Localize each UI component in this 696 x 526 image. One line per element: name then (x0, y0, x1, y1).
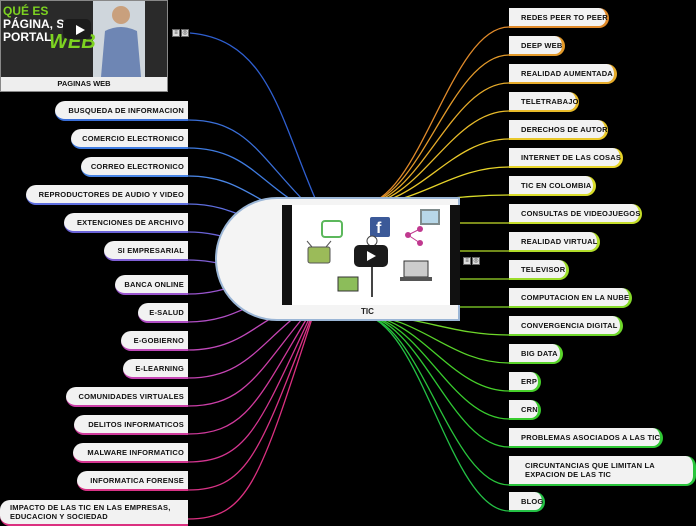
branch-node-left[interactable]: IMPACTO DE LAS TIC EN LAS EMPRESAS, EDUC… (0, 500, 188, 526)
branch-node-right[interactable]: TELEVISOR (509, 260, 569, 280)
connector-line (187, 119, 319, 216)
paginas-web-node[interactable]: QUÉ ES PÁGINA, S PORTAL WEB PAGINAS WEB (0, 0, 168, 92)
branch-node-left[interactable]: BUSQUEDA DE INFORMACION (55, 101, 188, 121)
branch-node-left[interactable]: INFORMATICA FORENSE (77, 471, 188, 491)
branch-node-left[interactable]: CORREO ELECTRONICO (81, 157, 188, 177)
connector-line (187, 299, 319, 407)
link-icon[interactable]: ◎ (472, 257, 480, 265)
branch-node-right[interactable]: BLOG (509, 492, 545, 512)
branch-node-right[interactable]: BIG DATA (509, 344, 563, 364)
branch-node-left[interactable]: BANCA ONLINE (115, 275, 188, 295)
branch-node-right[interactable]: CRN (509, 400, 541, 420)
connector-line (359, 314, 510, 486)
branch-node-left[interactable]: MALWARE INFORMATICO (73, 443, 188, 463)
central-node-title: TIC (361, 307, 374, 316)
branch-node-right[interactable]: DEEP WEB (509, 36, 565, 56)
branch-node-left[interactable]: E-LEARNING (123, 359, 188, 379)
branch-node-right[interactable]: REALIDAD VIRTUAL (509, 232, 600, 252)
connector-line (189, 32, 319, 206)
branch-node-right[interactable]: REALIDAD AUMENTADA (509, 64, 617, 84)
paginas-web-label: PAGINAS WEB (57, 79, 111, 88)
note-icon[interactable]: ≡ (463, 257, 471, 265)
branch-node-left[interactable]: E-SALUD (138, 303, 188, 323)
branch-node-right[interactable]: TIC EN COLOMBIA (509, 176, 596, 196)
branch-node-left[interactable]: REPRODUCTORES DE AUDIO Y VIDEO (26, 185, 188, 205)
branch-node-left[interactable]: EXTENCIONES DE ARCHIVO (64, 213, 188, 233)
branch-node-left[interactable]: SI EMPRESARIAL (104, 241, 188, 261)
branch-node-right[interactable]: REDES PEER TO PEER (509, 8, 609, 28)
thumbnail-line3: PORTAL (3, 30, 52, 44)
person-image (93, 1, 145, 77)
thumbnail-line1: QUÉ ES (3, 4, 49, 18)
branch-node-right[interactable]: CONSULTAS DE VIDEOJUEGOS (509, 204, 642, 224)
central-node-tic[interactable]: f TIC (215, 197, 460, 321)
branch-node-right[interactable]: INTERNET DE LAS COSAS (509, 148, 623, 168)
thumbnail-line2: PÁGINA, S (3, 17, 65, 31)
branch-node-right[interactable]: CONVERGENCIA DIGITAL (509, 316, 623, 336)
branch-node-right[interactable]: PROBLEMAS ASOCIADOS A LAS TIC (509, 428, 663, 448)
link-icon[interactable]: ◎ (181, 29, 189, 37)
branch-node-left[interactable]: E-GOBIERNO (121, 331, 188, 351)
play-icon[interactable] (354, 245, 388, 267)
connector-line (359, 110, 510, 206)
branch-node-right[interactable]: ERP (509, 372, 541, 392)
branch-node-left[interactable]: COMUNIDADES VIRTUALES (66, 387, 188, 407)
branch-node-left[interactable]: DELITOS INFORMATICOS (74, 415, 188, 435)
connector-line (187, 299, 319, 435)
paginas-web-video-thumbnail[interactable]: QUÉ ES PÁGINA, S PORTAL WEB (1, 1, 167, 77)
svg-text:f: f (376, 220, 382, 237)
note-icon[interactable]: ≡ (172, 29, 180, 37)
branch-node-right[interactable]: CIRCUNTANCIAS QUE LIMITAN LA EXPACION DE… (509, 456, 696, 486)
connector-line (359, 54, 510, 206)
connector-line (187, 299, 319, 491)
branch-node-right[interactable]: TELETRABAJO (509, 92, 579, 112)
thumbnail-heading: QUÉ ES PÁGINA, S PORTAL (3, 5, 64, 44)
connector-line (359, 26, 510, 206)
connector-line (359, 314, 510, 512)
connector-line (187, 299, 319, 520)
branch-node-right[interactable]: DERECHOS DE AUTOR (509, 120, 608, 140)
tic-video-thumbnail[interactable]: f (282, 205, 460, 305)
connector-line (187, 299, 319, 463)
branch-node-left[interactable]: COMERCIO ELECTRONICO (71, 129, 188, 149)
play-icon[interactable] (63, 19, 91, 39)
tic-illustration: f (306, 209, 440, 297)
connector-line (359, 314, 510, 448)
connector-line (359, 314, 510, 364)
branch-node-right[interactable]: COMPUTACION EN LA NUBE (509, 288, 632, 308)
connector-line (359, 314, 510, 420)
